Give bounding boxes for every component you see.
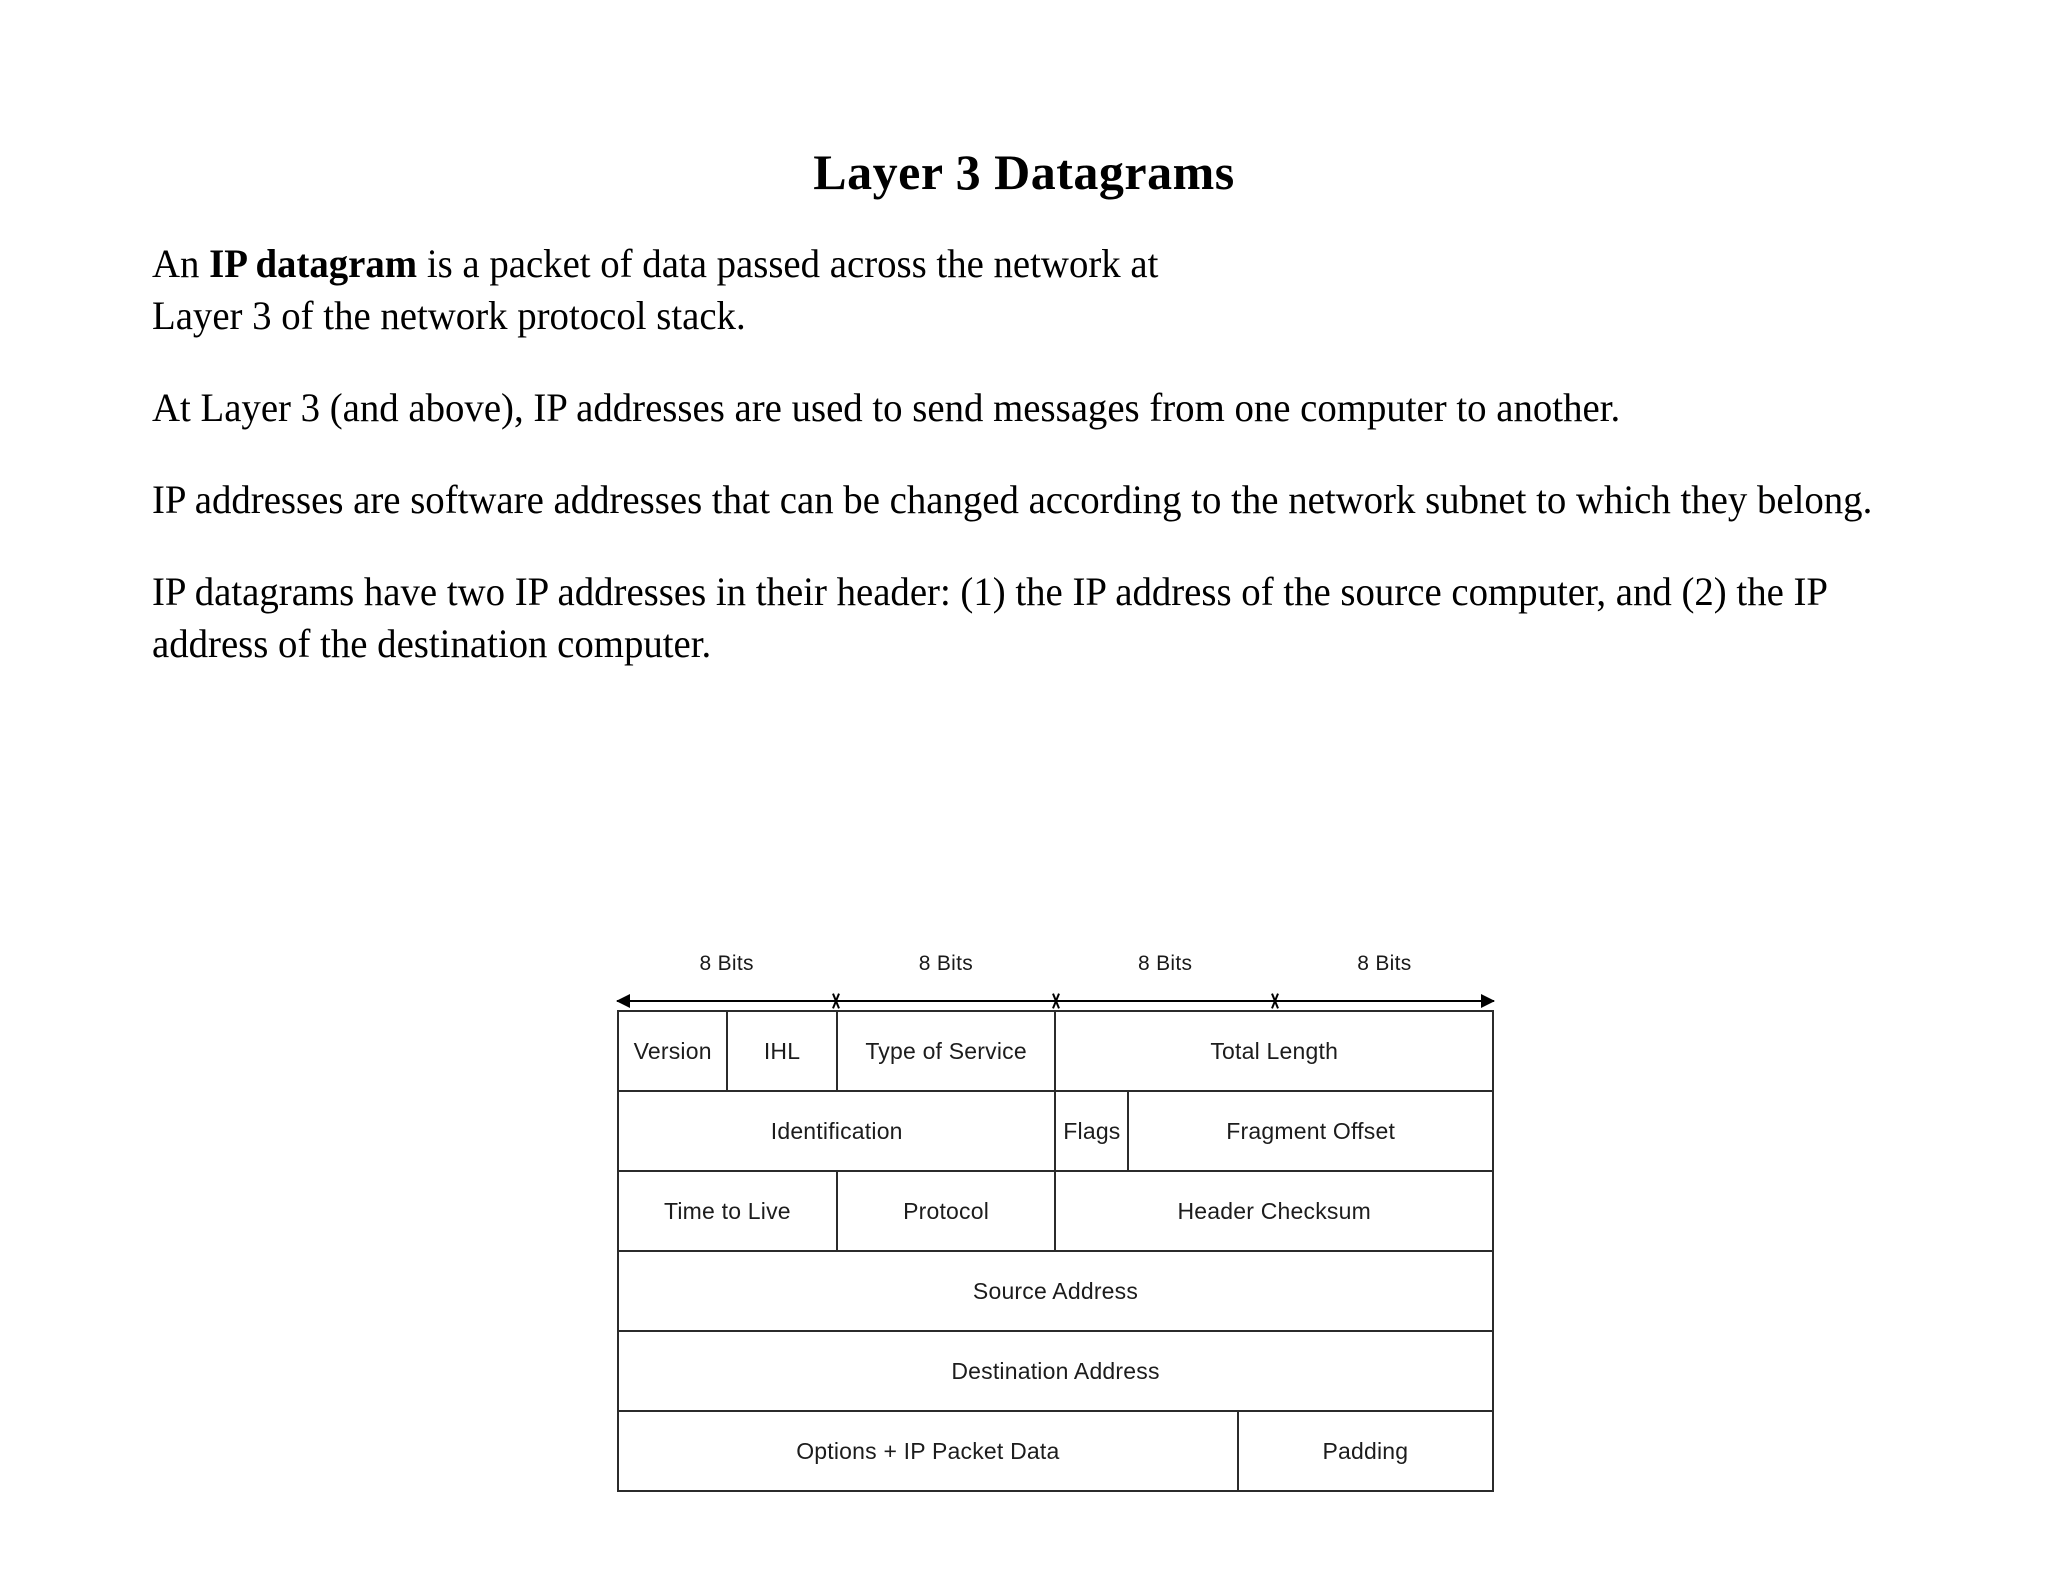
header-field-cell: Version xyxy=(616,1010,729,1092)
body-text: An xyxy=(152,241,210,286)
ruler-label: 8 Bits xyxy=(1137,952,1193,975)
header-field-cell: Options + IP Packet Data xyxy=(617,1410,1239,1492)
ruler-tick-icon xyxy=(1048,993,1064,1009)
emphasis-text: IP datagram xyxy=(209,241,418,286)
ruler-tick-icon xyxy=(828,993,844,1009)
body-text: is a packet of data passed across the ne… xyxy=(152,241,1159,338)
header-field-cell: Fragment Offset xyxy=(1127,1090,1494,1172)
header-field-cell: Padding xyxy=(1236,1410,1495,1492)
ruler-label: 8 Bits xyxy=(1357,952,1412,975)
header-field-cell: Source Address xyxy=(617,1250,1494,1332)
para-2: At Layer 3 (and above), IP addresses are… xyxy=(152,382,1898,434)
header-field-cell: IHL xyxy=(726,1010,838,1092)
header-field-cell: Type of Service xyxy=(835,1010,1057,1092)
para-4: IP datagrams have two IP addresses in th… xyxy=(152,566,1898,670)
header-field-cell: Flags xyxy=(1054,1090,1130,1172)
header-field-cell: Total Length xyxy=(1054,1010,1494,1092)
para-1: An IP datagram is a packet of data passe… xyxy=(152,238,1898,342)
arrow-right-icon xyxy=(1481,994,1495,1008)
header-field-cell: Time to Live xyxy=(617,1170,838,1252)
ruler-label: 8 Bits xyxy=(699,952,754,975)
ruler-label-row: 8 Bits 8 Bits 8 Bits 8 Bits xyxy=(617,952,1494,976)
para-3: IP addresses are software addresses that… xyxy=(152,474,1898,526)
table-row: Source Address xyxy=(617,1250,1494,1332)
table-row: Destination Address xyxy=(617,1330,1494,1412)
ruler-tick-icon xyxy=(1267,993,1283,1009)
page-title: Layer 3 Datagrams xyxy=(813,143,1235,200)
header-field-cell: Header Checksum xyxy=(1054,1170,1494,1252)
body-text: IP datagrams have two IP addresses in th… xyxy=(152,569,1837,666)
arrow-left-icon xyxy=(616,994,630,1008)
header-field-cell: Identification xyxy=(616,1090,1057,1172)
body-text: At Layer 3 (and above), IP addresses are… xyxy=(152,385,1621,430)
ruler-label: 8 Bits xyxy=(918,952,974,975)
body-text: IP addresses are software addresses that… xyxy=(152,477,1873,522)
bit-width-ruler: 8 Bits 8 Bits 8 Bits 8 Bits xyxy=(616,952,1495,1010)
header-field-cell: Destination Address xyxy=(617,1330,1494,1412)
slide-body: An IP datagram is a packet of data passe… xyxy=(152,238,1952,670)
header-field-cell: Protocol xyxy=(835,1170,1057,1252)
